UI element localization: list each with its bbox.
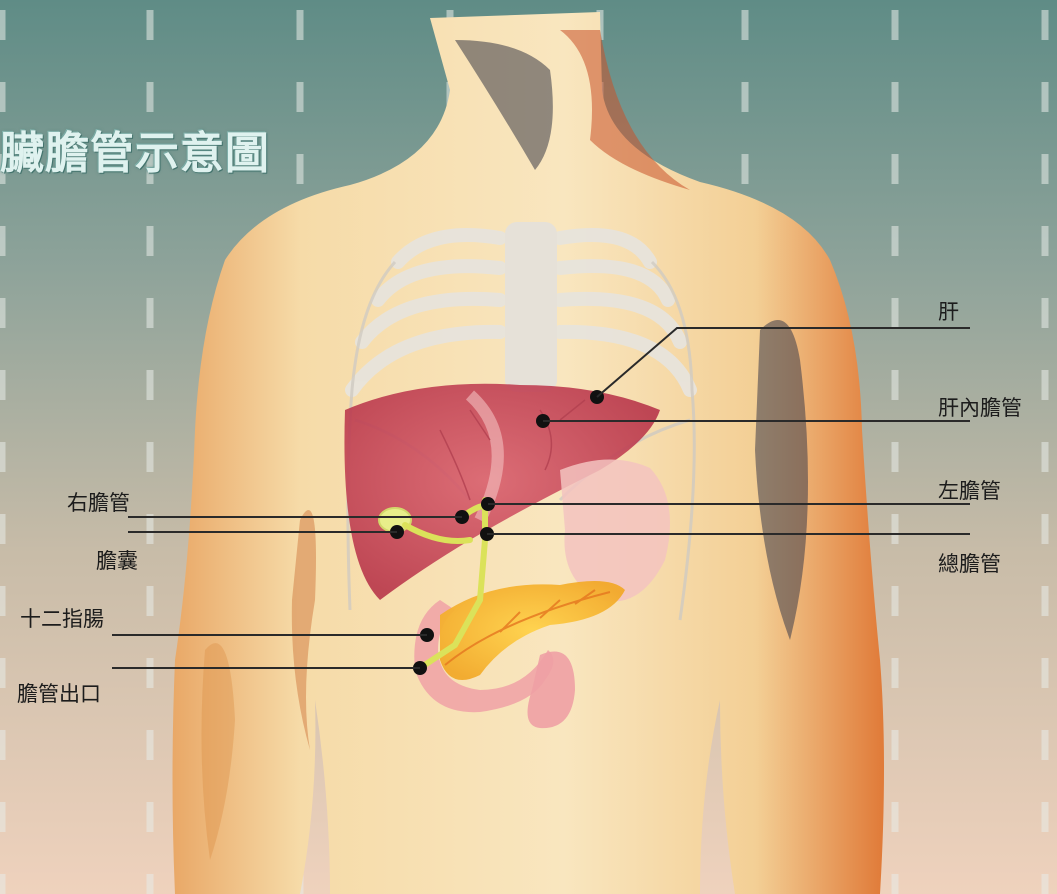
label-right-duct: 右膽管	[67, 487, 130, 517]
label-common-duct: 總膽管	[938, 548, 1001, 578]
label-duct-outlet: 膽管出口	[17, 678, 101, 708]
label-gallbladder: 膽囊	[96, 545, 138, 575]
label-liver: 肝	[938, 296, 959, 326]
label-intrahepatic-duct: 肝內膽管	[938, 392, 1022, 422]
label-left-duct: 左膽管	[938, 475, 1001, 505]
label-duodenum: 十二指腸	[20, 603, 104, 633]
diagram-title: 臟膽管示意圖	[0, 117, 270, 181]
